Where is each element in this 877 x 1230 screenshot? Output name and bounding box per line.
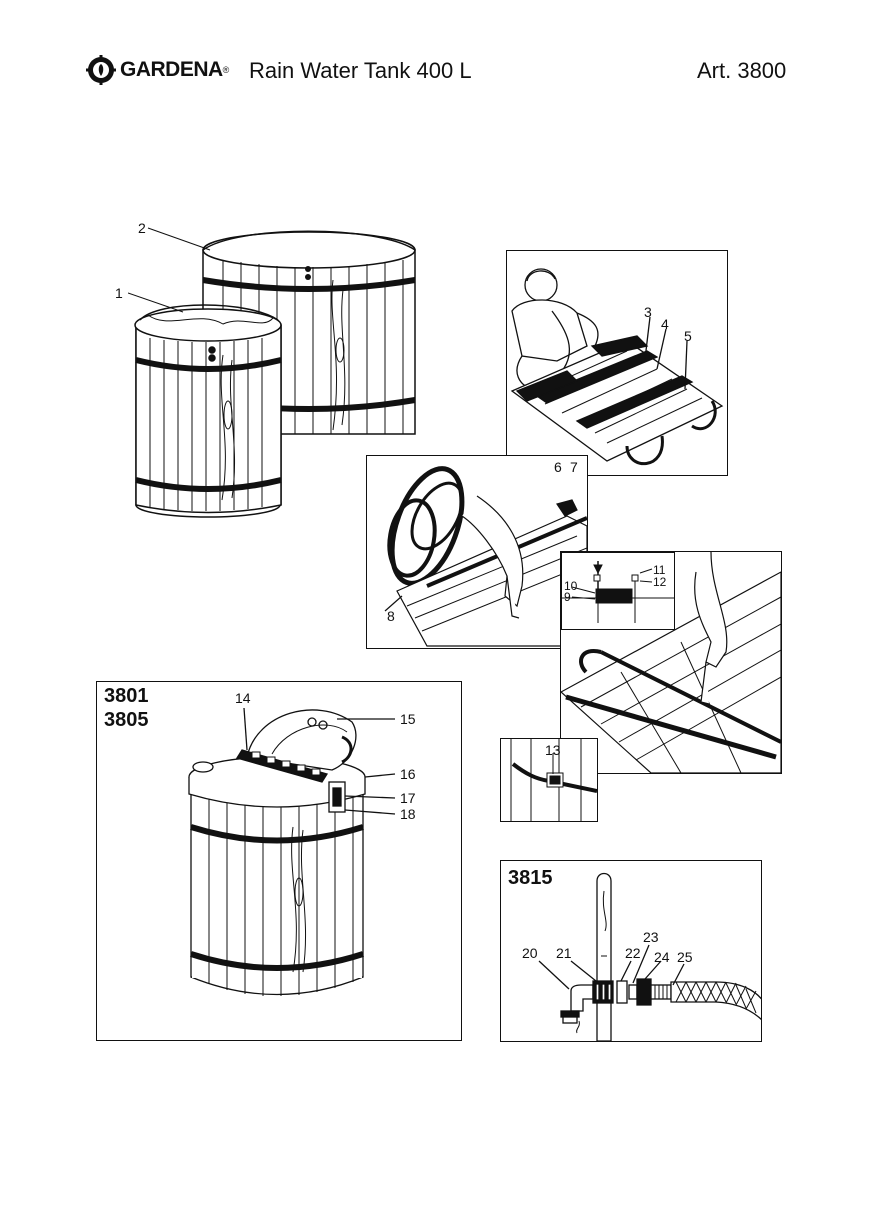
lid-accessory-panel: 3801 3805 — [96, 681, 462, 1041]
hoop-insertion-illustration — [384, 466, 587, 647]
base-assembly-panel: 3 4 5 — [506, 250, 728, 476]
brand-name: GARDENA — [120, 58, 223, 81]
callout-16: 16 — [400, 766, 416, 782]
tap-accessory-panel: 3815 — [500, 860, 762, 1042]
callout-23: 23 — [643, 929, 659, 945]
model-number-3815: 3815 — [508, 867, 553, 889]
tightening-illustration — [561, 552, 781, 773]
tap-connector-illustration — [538, 872, 761, 1041]
callout-2: 2 — [138, 220, 146, 236]
brand-registered: ® — [222, 65, 230, 75]
page-header: GARDENA ® Rain Water Tank 400 L Art. 380… — [0, 0, 877, 110]
callout-5: 5 — [684, 328, 692, 344]
kneeling-person-illustration — [510, 268, 724, 466]
gardena-logo-icon — [86, 55, 116, 85]
callout-13: 13 — [545, 742, 561, 758]
callout-4: 4 — [661, 316, 669, 332]
callout-24: 24 — [654, 949, 670, 965]
callout-7: 7 — [570, 459, 578, 475]
callout-10: 10 — [564, 579, 578, 593]
tanks-illustration — [128, 227, 416, 518]
callout-14: 14 — [235, 690, 251, 706]
lid-tank-illustration — [188, 707, 396, 996]
article-number: Art. 3800 — [697, 58, 787, 83]
brand-logo: GARDENA ® — [86, 55, 229, 85]
buckle-detail-illustration — [510, 739, 597, 821]
callout-25: 25 — [677, 949, 693, 965]
hoop-insertion-panel: 6 7 8 — [366, 455, 588, 649]
model-number-3805: 3805 — [104, 709, 149, 731]
callout-3: 3 — [644, 304, 652, 320]
callout-6: 6 — [554, 459, 562, 475]
callout-11: 11 — [653, 563, 666, 577]
buckle-detail-panel: 13 — [500, 738, 598, 822]
callout-20: 20 — [522, 945, 538, 961]
clamp-detail-inset: 11 12 10 9 — [561, 552, 675, 630]
callout-15: 15 — [400, 711, 416, 727]
clamp-detail-illustration — [562, 561, 674, 623]
tightening-panel: 11 12 10 9 — [560, 551, 782, 774]
callout-9: 9 — [564, 590, 571, 604]
small-tank — [134, 304, 282, 518]
callout-8: 8 — [387, 608, 395, 624]
callout-21: 21 — [556, 945, 572, 961]
model-number-3801: 3801 — [104, 685, 149, 707]
callout-22: 22 — [625, 945, 641, 961]
callout-12: 12 — [653, 575, 667, 589]
callout-17: 17 — [400, 790, 416, 806]
page-title: Rain Water Tank 400 L — [249, 58, 472, 83]
callout-18: 18 — [400, 806, 416, 822]
callout-1: 1 — [115, 285, 123, 301]
